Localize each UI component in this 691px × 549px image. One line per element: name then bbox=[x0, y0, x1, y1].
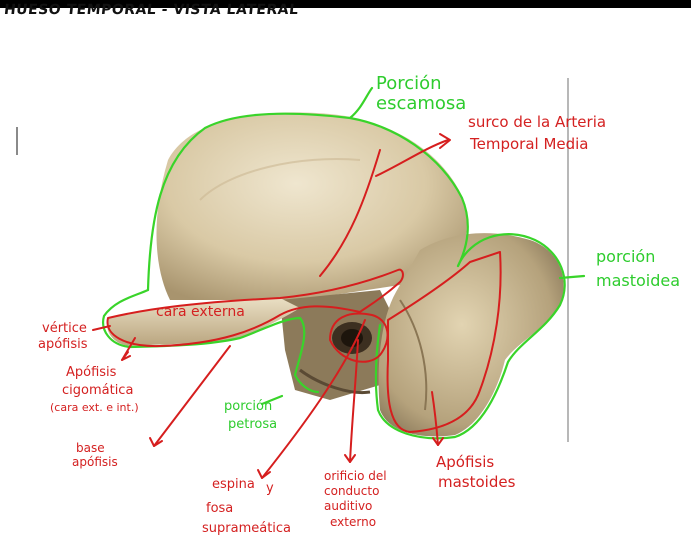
top-border-bar bbox=[0, 0, 691, 8]
page-margin-line bbox=[567, 78, 569, 442]
squamous-part bbox=[156, 112, 467, 300]
mastoides-arrow bbox=[431, 391, 439, 446]
label-cara-externa: cara externa bbox=[156, 304, 245, 320]
orificio-arrow bbox=[349, 339, 359, 463]
zygomatic-outline bbox=[102, 288, 320, 394]
label-espina-4: suprameática bbox=[202, 521, 292, 536]
label-vertice-2: apófisis bbox=[38, 337, 88, 352]
label-surco-2: Temporal Media bbox=[470, 135, 589, 153]
label-espina-2: y bbox=[266, 481, 274, 496]
label-cigomatica-2: cigomática bbox=[62, 383, 134, 398]
label-vertice-1: vértice bbox=[42, 321, 87, 336]
zygomatic-face-outline bbox=[106, 268, 404, 348]
label-orificio-4: externo bbox=[330, 515, 377, 529]
vertice-arrow bbox=[92, 325, 111, 331]
mastoid-outline bbox=[374, 233, 586, 440]
label-porcion-petrosa-1: porción bbox=[224, 399, 273, 414]
label-base-2: apófisis bbox=[72, 455, 118, 469]
espina-arrow bbox=[261, 319, 366, 479]
mastoid-process-outline bbox=[386, 251, 502, 433]
mastoid-part bbox=[378, 233, 564, 437]
label-orificio-1: orificio del bbox=[324, 469, 387, 483]
label-cigomatica-3: (cara ext. e int.) bbox=[50, 401, 139, 414]
label-orificio-2: conducto bbox=[324, 484, 380, 498]
text-cursor-mark bbox=[16, 127, 18, 155]
green-outline-annotations bbox=[102, 86, 586, 440]
base-arrow bbox=[153, 345, 231, 447]
petrous-pointer bbox=[260, 394, 284, 406]
surco-arrow bbox=[375, 139, 449, 177]
squamous-outline bbox=[146, 86, 469, 292]
label-mastoides-1: Apófisis bbox=[436, 453, 495, 471]
label-mastoides-2: mastoides bbox=[438, 473, 516, 491]
label-base-1: base bbox=[76, 441, 105, 455]
label-cigomatica-1: Apófisis bbox=[66, 365, 117, 380]
red-annotations bbox=[92, 133, 502, 479]
label-espina-3: fosa bbox=[206, 501, 234, 516]
label-porcion-petrosa-2: petrosa bbox=[228, 417, 278, 432]
bone-illustration bbox=[106, 112, 564, 437]
label-porcion-mastoidea-2: mastoidea bbox=[596, 271, 681, 290]
label-orificio-3: auditivo bbox=[324, 499, 373, 513]
label-porcion-escamosa-1: Porción bbox=[376, 73, 442, 94]
label-porcion-escamosa-2: escamosa bbox=[376, 93, 467, 114]
label-porcion-mastoidea-1: porción bbox=[596, 247, 656, 266]
label-espina-1: espina bbox=[212, 477, 255, 492]
surco-line bbox=[319, 149, 381, 277]
label-surco-1: surco de la Arteria bbox=[468, 113, 607, 131]
